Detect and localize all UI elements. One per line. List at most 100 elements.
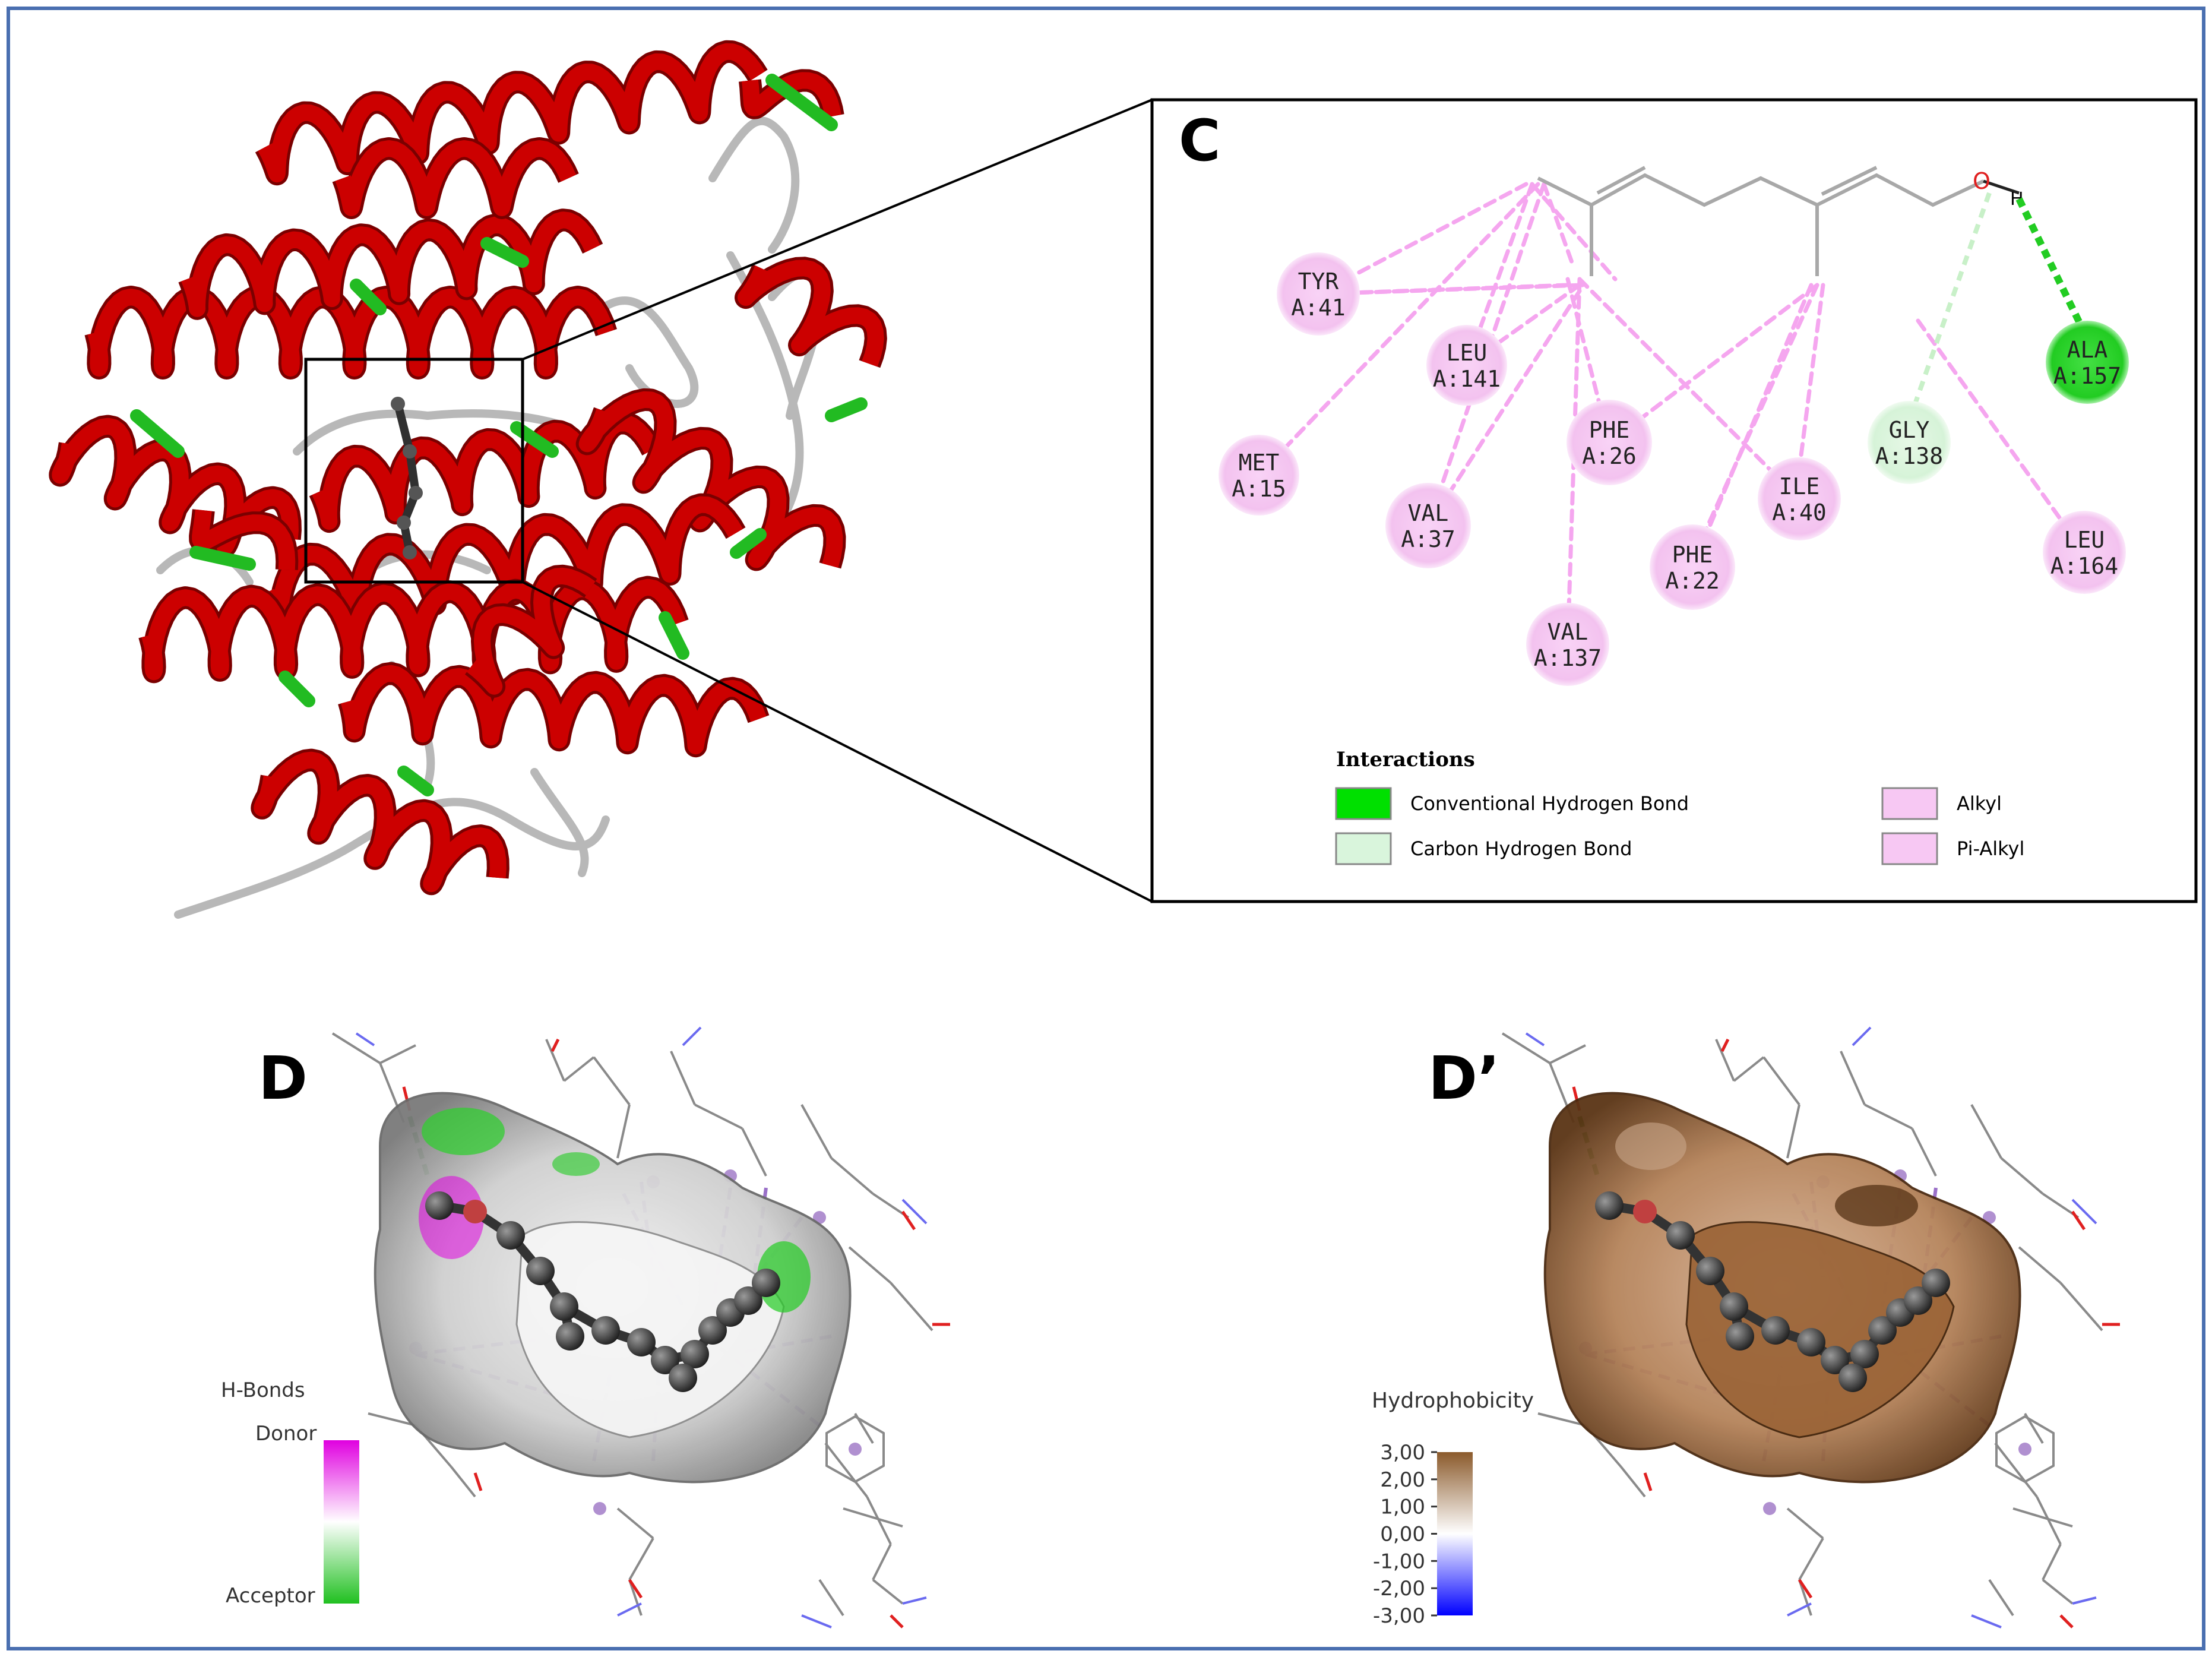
pi-center [1763,1502,1776,1515]
pocket-ligand-atom [403,444,417,458]
turn-segment [659,611,689,660]
residue-pos: A:37 [1401,526,1455,552]
zoom-line-top [522,99,1153,361]
residue-stick [1549,1044,1586,1064]
helix-segment [741,72,841,118]
residue-stick [368,1412,416,1427]
residue-pos: A:164 [2050,553,2118,579]
residue-disc [2043,511,2126,594]
residue-stick-o [2059,1614,2074,1628]
residue-name: LEU [1447,340,1488,366]
residue-name: PHE [1589,417,1630,443]
residue-stick-n [617,1602,642,1617]
residue-pos: A:26 [1582,443,1637,469]
ligand-atom [1850,1340,1879,1368]
legend-swatch-conventional [1335,787,1392,820]
ligand-atom [1821,1346,1849,1374]
ligand-atom [651,1346,679,1374]
helix-segment [258,43,765,183]
ligand-atom [734,1286,762,1315]
residue-name: ALA [2067,337,2108,363]
hydro-legend-title: Hydrophobicity [1372,1389,1534,1413]
helix-segment [578,391,843,568]
residue-name: TYR [1298,268,1339,295]
residue-stick [830,1157,874,1195]
ligand-atom [425,1191,454,1220]
residue-stick [2018,1246,2062,1284]
helix-segment [192,509,296,570]
residue-stick [616,1104,631,1159]
residue-stick [628,1579,643,1616]
ligand-atom [1904,1286,1932,1315]
residue-stick-n [901,1199,928,1225]
protein-cartoon [49,40,887,919]
pi-center [593,1502,606,1515]
alkyl-line [1696,283,1819,549]
residue-stick [2012,1507,2073,1528]
residue-stick [1715,1039,1735,1082]
alkyl-line-phe26 [1565,277,1612,445]
residue-stick [848,1246,892,1284]
residue-disc [1426,325,1507,406]
legend-swatch-carbon [1335,832,1392,865]
turn-segment [480,237,529,268]
hbond-legend: H-Bonds Donor Acceptor [221,1378,359,1608]
alkyl-line-leu164 [1916,318,2087,555]
pocket-ligand-atom [403,545,417,559]
alkyl-line [1542,182,1576,270]
residue-name: LEU [2064,527,2105,553]
turn-segment [765,74,838,131]
zoom-line-bottom [522,581,1153,903]
residue-stick [331,1032,381,1064]
residue-stick [1840,1051,1866,1105]
interactions-legend-title: Interactions [1336,748,1475,771]
helix-segment [254,751,507,893]
legend-swatch-alkyl [1881,787,1938,820]
hydro-tick-label: -2,00 [1373,1577,1425,1601]
residue-stick-n [1525,1032,1545,1046]
residue-stick [1501,1032,1551,1064]
ligand-atom [1633,1200,1657,1223]
coil-segment [293,409,432,456]
hydro-tick-label: 3,00 [1380,1441,1425,1465]
residue-stick [1864,1103,1913,1130]
pi-center [2018,1443,2031,1456]
residue-disc [1868,401,1951,484]
residue-stick-n [2072,1596,2097,1605]
legend-label-conventional: Conventional Hydrogen Bond [1410,792,1689,815]
panel-c-label: C [1179,107,1220,174]
residue-stick-n [1971,1614,2002,1628]
residue-stick [545,1039,565,1082]
ligand-atom [1838,1364,1867,1392]
residue-stick-o [1643,1472,1653,1491]
residue-stick [450,1466,476,1498]
legend-label-alkyl: Alkyl [1957,792,2002,815]
residue-disc [1277,252,1360,336]
turn-segment [130,409,185,458]
residue-stick [616,1507,654,1539]
residue-stick [741,1128,767,1177]
ligand-atom [669,1364,697,1392]
residue-pos: A:141 [1433,366,1501,392]
ligand-atom [591,1316,620,1345]
coil-segment [708,116,800,254]
residue-stick [2042,1579,2074,1605]
legend-swatch-pialkyl [1881,832,1938,865]
aromatic-ring [825,1415,885,1484]
figure-border [7,7,2205,1650]
ligand-atom [1797,1328,1825,1356]
residue-stick-o [473,1472,483,1491]
residue-stick-o [1720,1038,1730,1052]
residue-pos: A:41 [1291,295,1346,321]
ligand-skeleton [1537,166,1985,276]
hbond-legend-donor: Donor [255,1422,317,1446]
turn-segment [730,528,767,559]
